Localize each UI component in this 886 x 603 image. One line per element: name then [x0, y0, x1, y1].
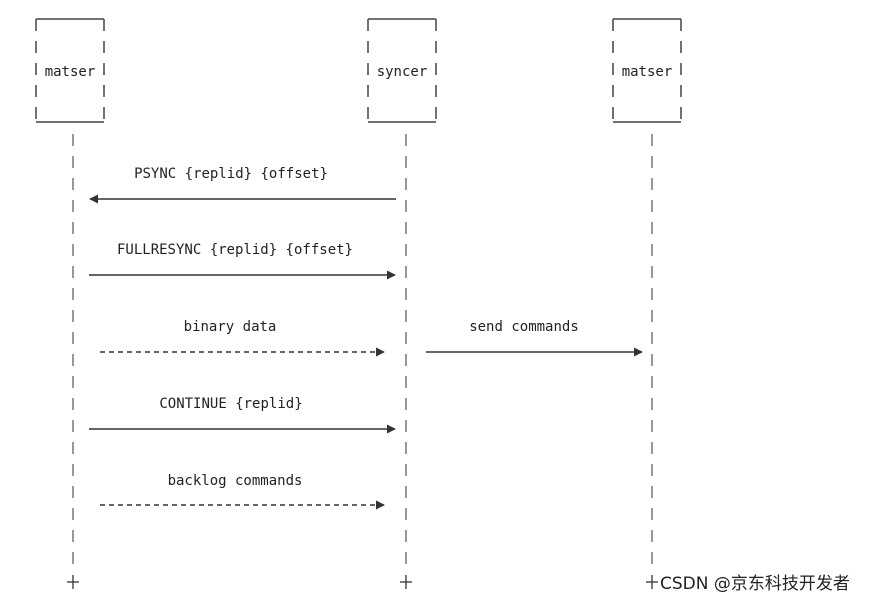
message-label: backlog commands	[168, 473, 303, 489]
participant-box-syncer: syncer	[367, 18, 437, 123]
message-label: FULLRESYNC {replid} {offset}	[117, 242, 353, 258]
lifeline-end-right	[646, 575, 658, 589]
participant-label: matser	[45, 64, 96, 80]
message-backlog-commands: backlog commands	[100, 473, 385, 510]
participant-label: matser	[622, 64, 673, 80]
message-binary-data: binary data	[100, 319, 385, 357]
message-continue: CONTINUE {replid}	[89, 396, 396, 434]
lifeline-end-left	[67, 575, 79, 589]
message-psync: PSYNC {replid} {offset}	[89, 166, 396, 204]
message-fullresync: FULLRESYNC {replid} {offset}	[89, 242, 396, 280]
message-label: binary data	[184, 319, 277, 335]
message-label: CONTINUE {replid}	[159, 396, 302, 412]
message-label: send commands	[469, 319, 579, 335]
participant-label: syncer	[377, 64, 428, 80]
participant-box-matser-right: matser	[612, 18, 682, 123]
watermark-text: CSDN @京东科技开发者	[660, 574, 850, 594]
message-label: PSYNC {replid} {offset}	[134, 166, 328, 182]
lifeline-end-middle	[400, 575, 412, 589]
participant-box-matser-left: matser	[35, 18, 105, 123]
message-send-commands: send commands	[426, 319, 643, 357]
